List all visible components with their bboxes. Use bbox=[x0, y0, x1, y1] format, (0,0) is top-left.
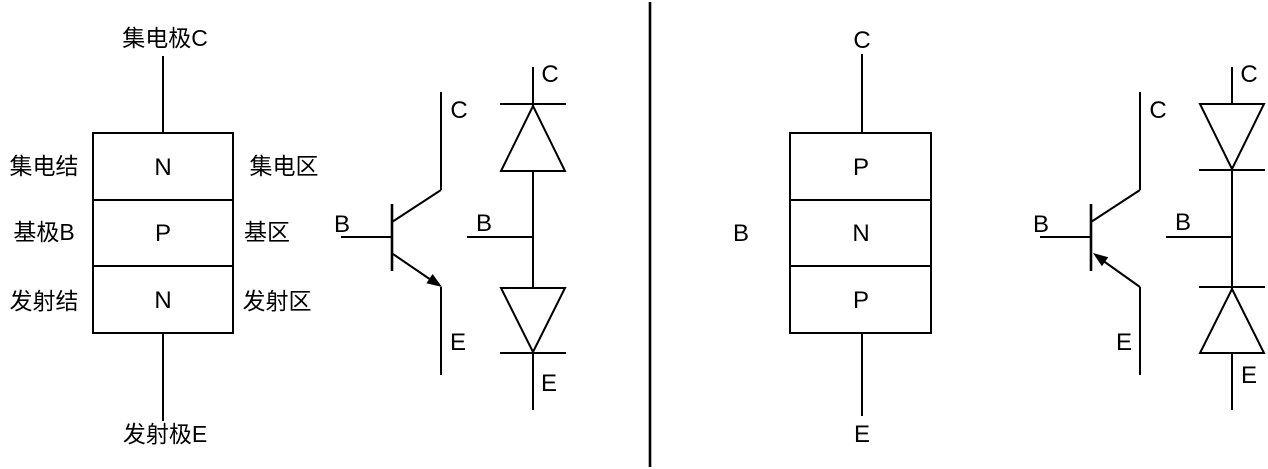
pnp-diode-equivalent: C B E bbox=[1166, 61, 1266, 410]
npn-collector-terminal-label: 集电极C bbox=[122, 25, 208, 51]
pnp-diode-base-label: B bbox=[1175, 209, 1191, 236]
pnp-emitter-terminal-label: E bbox=[854, 421, 870, 448]
npn-label-collector-region: 集电区 bbox=[250, 153, 319, 179]
npn-diode-equivalent: C B E bbox=[467, 61, 567, 410]
pnp-collector-terminal-label: C bbox=[853, 27, 870, 54]
npn-structure-diagram: 集电极C N P N 集电结 基极B 发射结 集电区 基区 发射区 发射极E bbox=[10, 25, 319, 447]
npn-emitter-arrow-icon bbox=[426, 274, 442, 287]
npn-label-emitter-junction: 发射结 bbox=[10, 288, 79, 314]
npn-panel: 集电极C N P N 集电结 基极B 发射结 集电区 基区 发射区 发射极E B… bbox=[10, 25, 567, 447]
pnp-diode-collector-label: C bbox=[1240, 61, 1257, 88]
npn-emitter-terminal-label: 发射极E bbox=[123, 421, 207, 447]
pnp-symbol-emitter-diagonal bbox=[1101, 259, 1141, 288]
npn-symbol-emitter-diagonal bbox=[392, 253, 435, 283]
pnp-symbol-collector-label: C bbox=[1149, 97, 1166, 124]
pnp-panel: C P N P B E B C E C bbox=[733, 27, 1266, 448]
npn-label-emitter-region: 发射区 bbox=[243, 288, 312, 314]
pnp-layer-base: N bbox=[852, 220, 869, 247]
npn-top-diode-triangle-icon bbox=[499, 103, 567, 172]
pnp-top-diode-triangle-icon bbox=[1198, 103, 1266, 172]
npn-bottom-diode-triangle-icon bbox=[499, 287, 567, 355]
pnp-bottom-diode-triangle-icon bbox=[1198, 286, 1266, 354]
npn-transistor-symbol: B C E bbox=[334, 92, 468, 375]
pnp-symbol-emitter-label: E bbox=[1116, 329, 1132, 356]
npn-label-base-terminal: 基极B bbox=[13, 219, 74, 245]
pnp-transistor-symbol: B C E bbox=[1033, 92, 1167, 375]
npn-layer-emitter: N bbox=[154, 287, 171, 314]
npn-layer-base: P bbox=[155, 220, 171, 247]
pnp-symbol-base-label: B bbox=[1033, 211, 1049, 238]
pnp-layer-collector: P bbox=[853, 154, 869, 181]
pnp-emitter-arrow-icon bbox=[1093, 253, 1109, 267]
npn-diode-emitter-label: E bbox=[541, 370, 557, 397]
pnp-diode-emitter-label: E bbox=[1241, 362, 1257, 389]
pnp-structure-box bbox=[789, 132, 932, 334]
npn-label-collector-junction: 集电结 bbox=[10, 153, 79, 179]
pnp-base-terminal-label: B bbox=[733, 220, 749, 247]
npn-symbol-collector-label: C bbox=[450, 97, 467, 124]
npn-symbol-base-label: B bbox=[334, 211, 350, 238]
pnp-structure-diagram: C P N P B E bbox=[733, 27, 932, 448]
npn-symbol-collector-diagonal bbox=[391, 189, 442, 223]
npn-symbol-emitter-label: E bbox=[450, 329, 466, 356]
npn-diode-collector-label: C bbox=[541, 61, 558, 88]
npn-label-base-region: 基区 bbox=[244, 219, 290, 245]
pnp-layer-emitter: P bbox=[853, 287, 869, 314]
npn-layer-collector: N bbox=[154, 154, 171, 181]
npn-diode-base-label: B bbox=[476, 210, 492, 237]
pnp-symbol-collector-diagonal bbox=[1090, 189, 1141, 223]
